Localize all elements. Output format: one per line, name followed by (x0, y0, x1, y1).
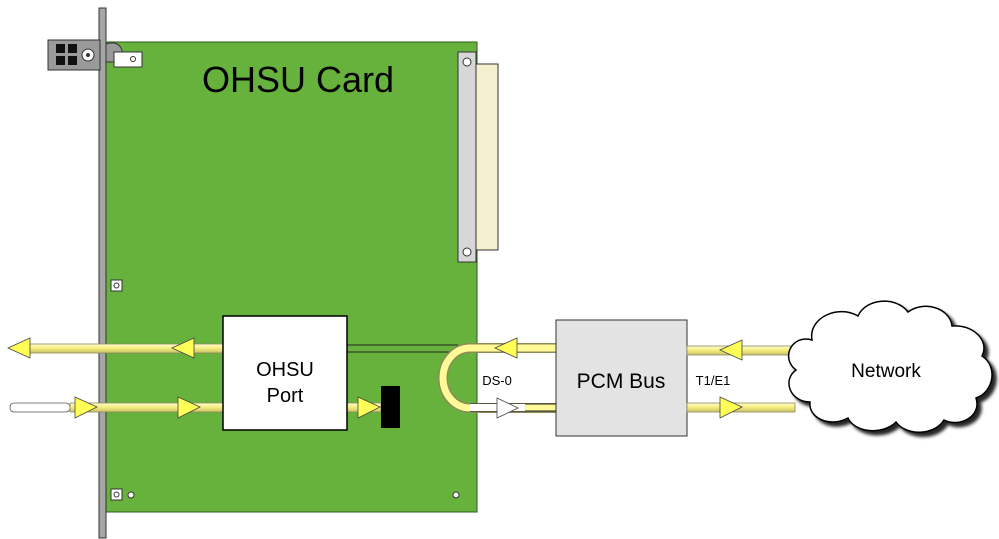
arrow-right-icon (177, 396, 201, 419)
arrow-left-icon (171, 337, 195, 359)
port-label-line1: OHSU (256, 359, 314, 381)
screw-top (113, 51, 143, 68)
ohsu-port[interactable]: OHSU Port (222, 315, 348, 431)
port-label-line2: Port (267, 385, 304, 407)
faceplate (98, 7, 107, 539)
arrow-left-icon (7, 337, 31, 359)
mounting-hole (110, 279, 123, 292)
card-ejector-icon[interactable] (47, 39, 123, 71)
pcm-bus-label: PCM Bus (577, 370, 666, 393)
mounting-hole (110, 488, 460, 501)
arrow-left-icon (719, 339, 743, 361)
cloud-icon[interactable]: Network (787, 300, 993, 433)
arrow-left-icon (494, 337, 518, 359)
arrow-right-icon (719, 396, 743, 419)
arrow-right-icon (74, 396, 98, 419)
network-label: Network (851, 361, 921, 382)
loopback-plug-icon (381, 386, 400, 428)
t1e1-label: T1/E1 (696, 373, 731, 388)
edge-connector (457, 51, 499, 263)
ds0-bus-lines (347, 344, 458, 353)
card-board (103, 41, 478, 513)
ds0-label: DS-0 (482, 373, 512, 388)
arrow-right-icon (496, 397, 519, 419)
pcm-bus[interactable]: PCM Bus (555, 319, 688, 437)
card-title: OHSU Card (202, 59, 394, 100)
arrow-right-icon (357, 396, 381, 419)
